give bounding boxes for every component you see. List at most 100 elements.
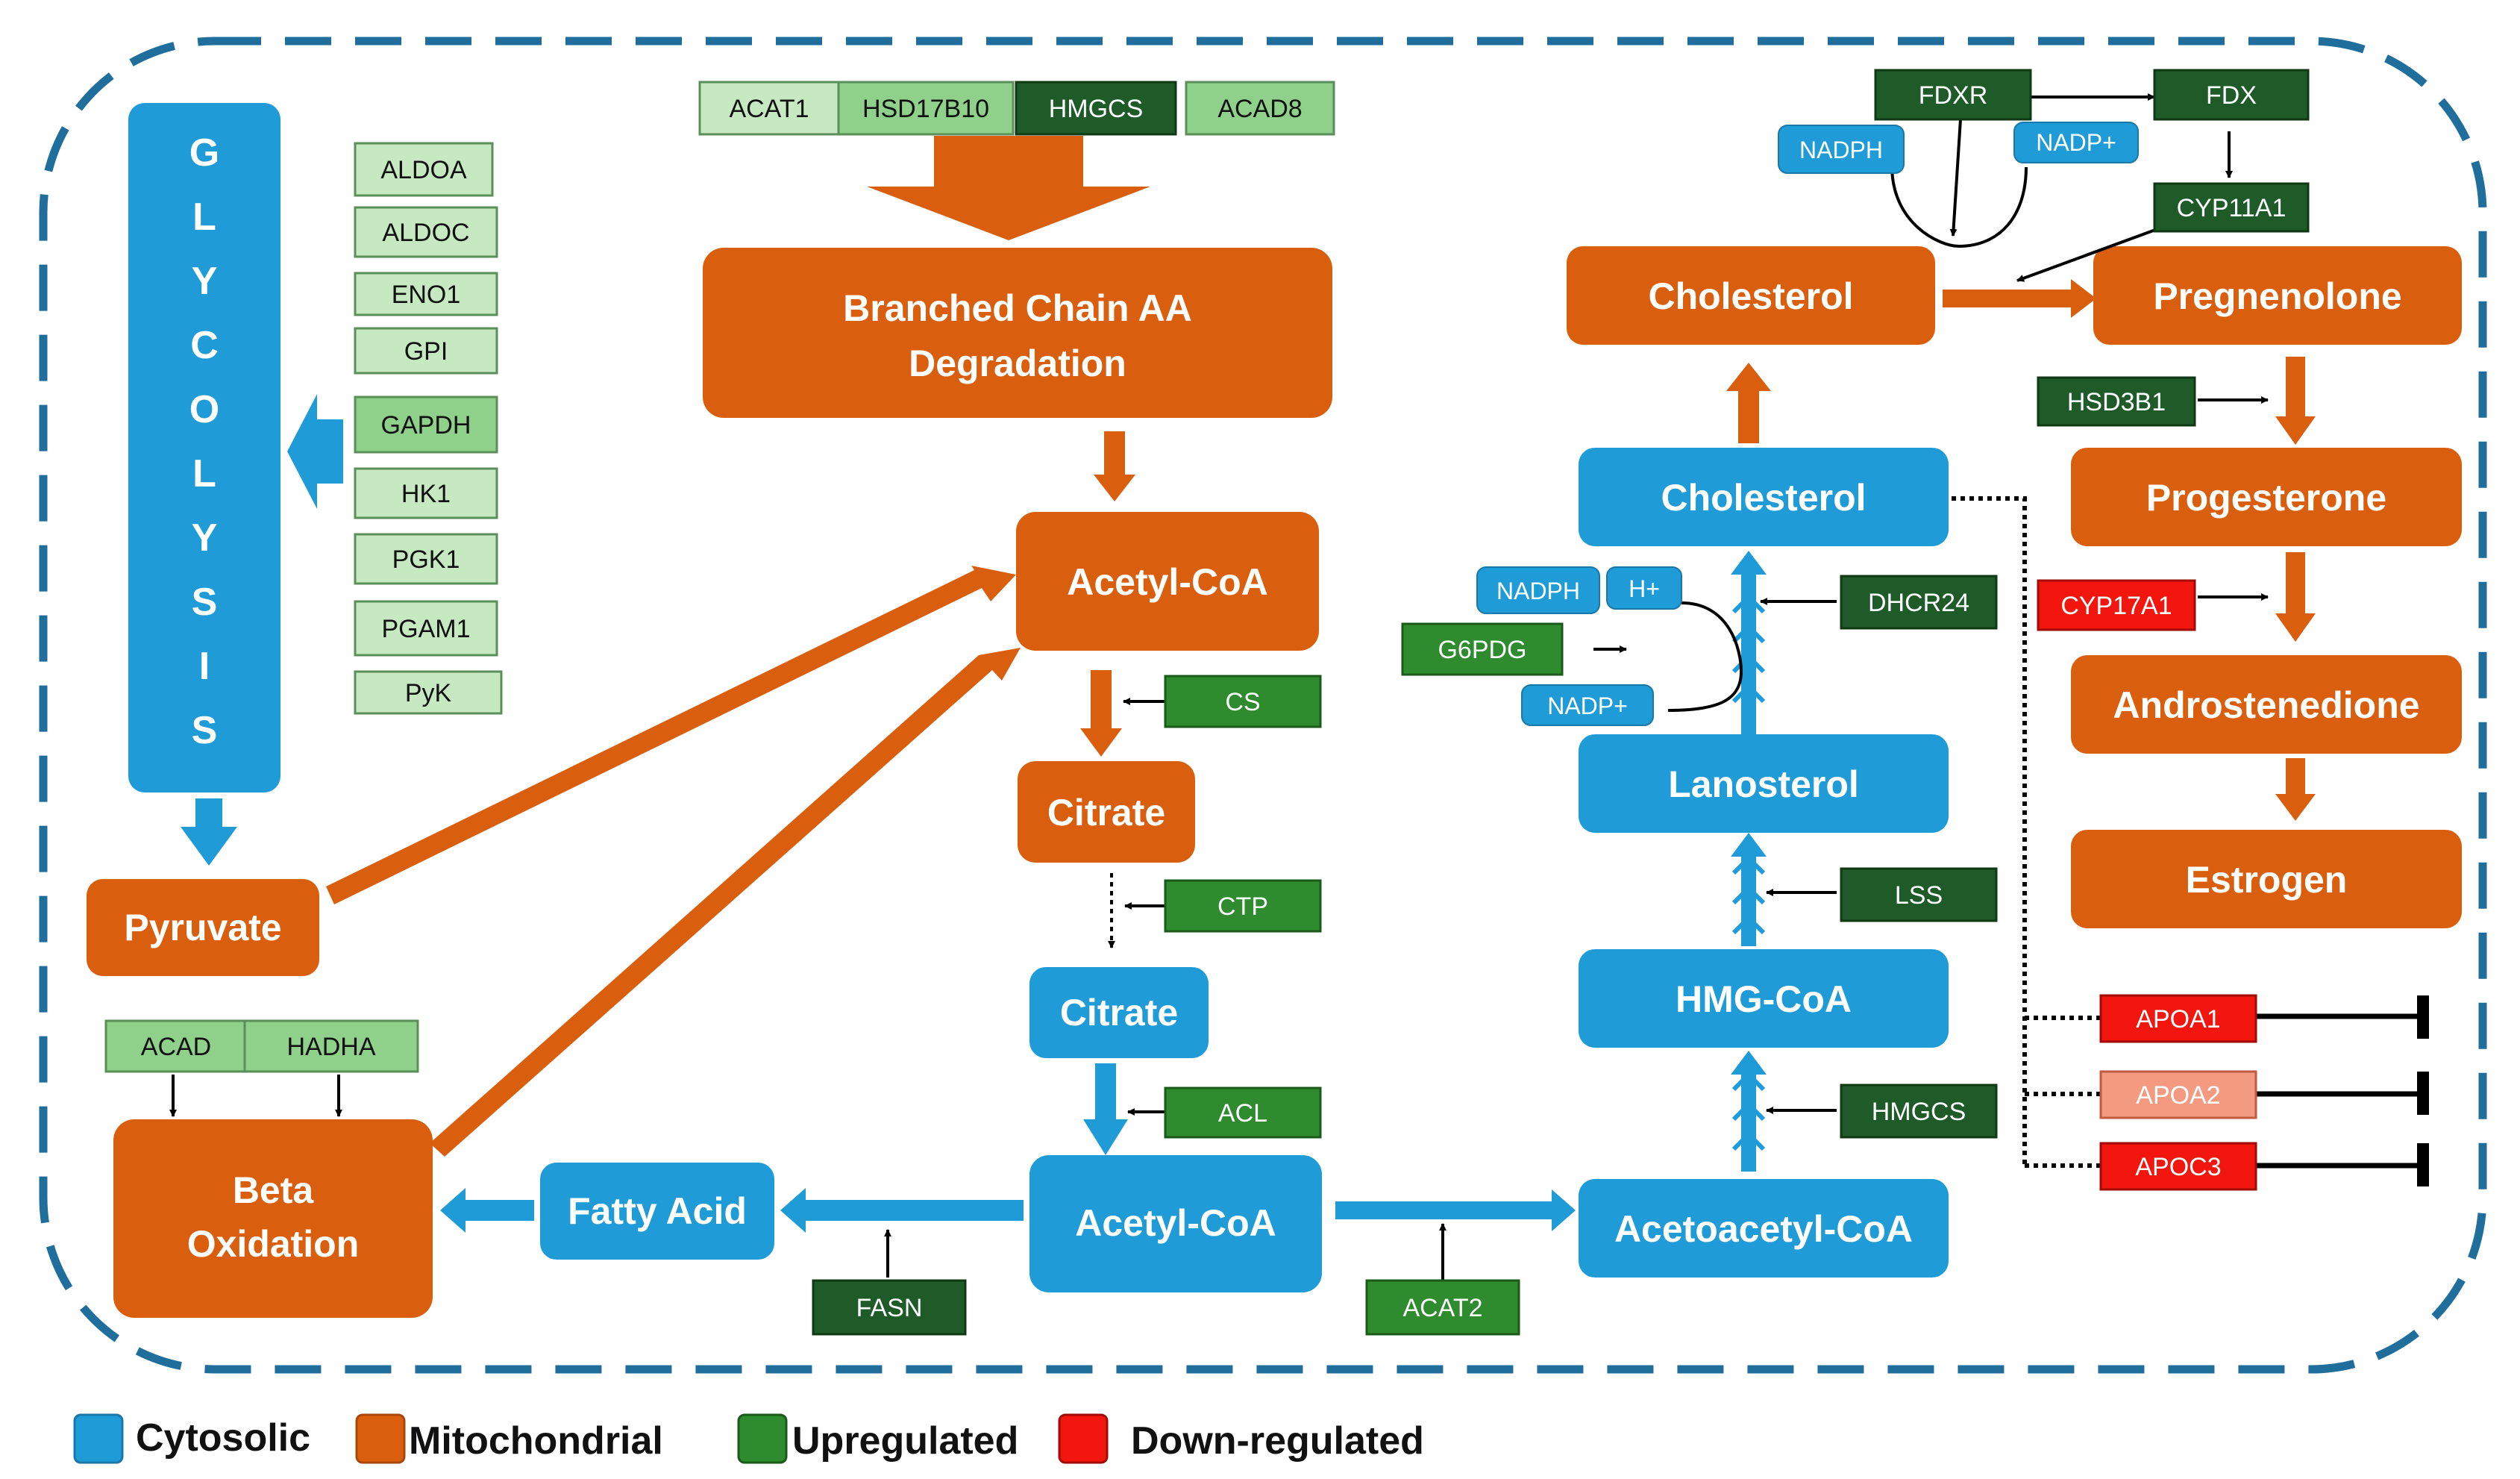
nadph-mid-label: NADPH (1496, 578, 1580, 604)
acat2-box (1365, 1279, 1520, 1336)
metabolite-nodes: Branched Chain AA Degradation Acetyl-CoA… (87, 246, 2462, 1318)
acetyl-to-citrate-arrow (1080, 670, 1122, 757)
glycolysis-letter: L (192, 196, 216, 239)
lanosterol-label: Lanosterol (1668, 763, 1859, 805)
nadph-top-label: NADPH (1799, 137, 1883, 163)
legend-label-downregulated: Down-regulated (1131, 1419, 1424, 1463)
cell-border (39, 37, 2487, 1374)
dhcr24-label: DHCR24 (1868, 589, 1969, 617)
apoa1-label: APOA1 (2136, 1005, 2220, 1034)
cholesterol-mito-node (1567, 246, 1935, 345)
pyruvate-label: Pyruvate (124, 907, 281, 948)
acat2-label: ACAT2 (1402, 1294, 1482, 1322)
legend-swatch-downregulated (1058, 1413, 1109, 1464)
acetyl-coa-cyto-node (1029, 1155, 1322, 1292)
acetyl-coa-mito-node (1016, 512, 1319, 651)
legend-swatch-cytosolic (73, 1413, 124, 1464)
beta-oxidation-label-1: Beta (233, 1169, 315, 1211)
legend-label-upregulated: Upregulated (792, 1419, 1018, 1463)
acetyl-coa-mito-label: Acetyl-CoA (1067, 561, 1267, 603)
legend-swatch-upregulated (737, 1413, 788, 1464)
androstenedione-label: Androstenedione (2113, 684, 2419, 726)
nadph-top-pill (1778, 125, 1905, 174)
hmg-coa-label: HMG-CoA (1676, 978, 1852, 1020)
hmgcs-top-label: HMGCS (1049, 95, 1144, 123)
acad-label: ACAD (141, 1033, 211, 1061)
hk1-box (354, 467, 498, 519)
enzyme-input-arrow (287, 394, 343, 509)
pgam1-label: PGAM1 (381, 615, 470, 643)
fdx-label: FDX (2206, 81, 2257, 110)
glycolysis-letter: G (189, 131, 219, 175)
cyp11a1-to-reaction (2016, 225, 2164, 282)
fdxr-box (1874, 69, 2032, 121)
acat1-label: ACAT1 (729, 95, 809, 123)
citrate-cyto-node (1029, 967, 1209, 1058)
fdxr-label: FDXR (1919, 81, 1988, 110)
nadph-mid-pill (1476, 566, 1600, 614)
h-plus-pill (1606, 566, 1682, 610)
g6pdg-label: G6PDG (1438, 636, 1526, 664)
enzymes: ALDOA ALDOC ENO1 GPI GAPDH HK1 PGK1 PGAM… (104, 69, 2310, 1336)
citrate-mito-label: Citrate (1047, 792, 1165, 834)
pyruvate-to-acetyl-arrow (326, 566, 1016, 904)
branched-chain-label-2: Degradation (909, 343, 1126, 384)
prog-to-andro-arrow (2275, 552, 2316, 642)
hk1-label: HK1 (401, 480, 451, 508)
glycolysis-letter: O (189, 388, 219, 431)
branched-chain-label-1: Branched Chain AA (843, 287, 1192, 329)
cholesterol-mito-label: Cholesterol (1648, 275, 1853, 317)
fatty-acid-label: Fatty Acid (568, 1190, 747, 1232)
apo-inhibition (1952, 496, 2429, 1186)
cs-box (1164, 675, 1322, 728)
aldoa-box (354, 142, 494, 197)
acetyl-coa-cyto-label: Acetyl-CoA (1075, 1202, 1276, 1244)
branched-input-arrow (867, 136, 1150, 240)
pyk-label: PyK (405, 679, 452, 707)
glycolysis-letter: C (190, 324, 219, 367)
fasn-box (812, 1279, 967, 1336)
fdxr-down (1949, 119, 1962, 237)
chevron-lanosterol-cholesterol (1731, 551, 1767, 734)
hsd17b10-box (837, 81, 1015, 136)
lss-label: LSS (1895, 881, 1943, 910)
acl-label: ACL (1218, 1099, 1267, 1128)
estrogen-label: Estrogen (2186, 859, 2348, 901)
acetyl-to-fattyacid-arrow (780, 1188, 1024, 1233)
eno1-label: ENO1 (392, 281, 461, 309)
acetoacetyl-coa-node (1579, 1179, 1949, 1278)
hadha-box (243, 1019, 419, 1073)
preg-to-prog-arrow (2275, 357, 2316, 445)
nadp-top-label: NADP+ (2036, 129, 2116, 156)
acetyl-to-acetoacetyl-arrow (1335, 1189, 1576, 1231)
gpi-label: GPI (404, 337, 448, 366)
cyp17a1-box (2037, 579, 2196, 631)
hmgcs-right-label: HMGCS (1872, 1098, 1966, 1126)
pyk-box (354, 670, 503, 715)
pregnenolone-node (2093, 246, 2462, 345)
gpi-box (354, 327, 498, 375)
beta-oxidation-label-2: Oxidation (187, 1223, 360, 1265)
acl-box (1164, 1086, 1322, 1139)
glycolysis-letter: L (192, 452, 216, 495)
fatty-acid-node (540, 1163, 774, 1260)
citrate-cyto-label: Citrate (1060, 992, 1178, 1034)
fdx-box (2153, 69, 2310, 121)
branched-to-acetyl-arrow (1094, 431, 1135, 501)
fattyacid-to-beta-arrow (440, 1188, 534, 1233)
big-arrows (181, 136, 2316, 1233)
glycolysis-letter: S (192, 581, 218, 624)
nadp-mid-label: NADP+ (1547, 692, 1628, 719)
cyp11a1-label: CYP11A1 (2177, 194, 2287, 222)
legend: Cytosolic Mitochondrial Upregulated Down… (73, 1413, 1424, 1464)
acat1-box (698, 81, 840, 136)
hmgcs-right-box (1840, 1084, 1998, 1139)
apoa1-box (2099, 994, 2257, 1043)
nadph-arc-mid (1667, 601, 1743, 712)
cs-label: CS (1225, 688, 1260, 716)
beta-oxidation-node (113, 1119, 433, 1318)
legend-label-cytosolic: Cytosolic (136, 1416, 310, 1460)
chevron-marks (1731, 593, 1766, 1151)
cholesterol-cyto-label: Cholesterol (1661, 477, 1866, 519)
